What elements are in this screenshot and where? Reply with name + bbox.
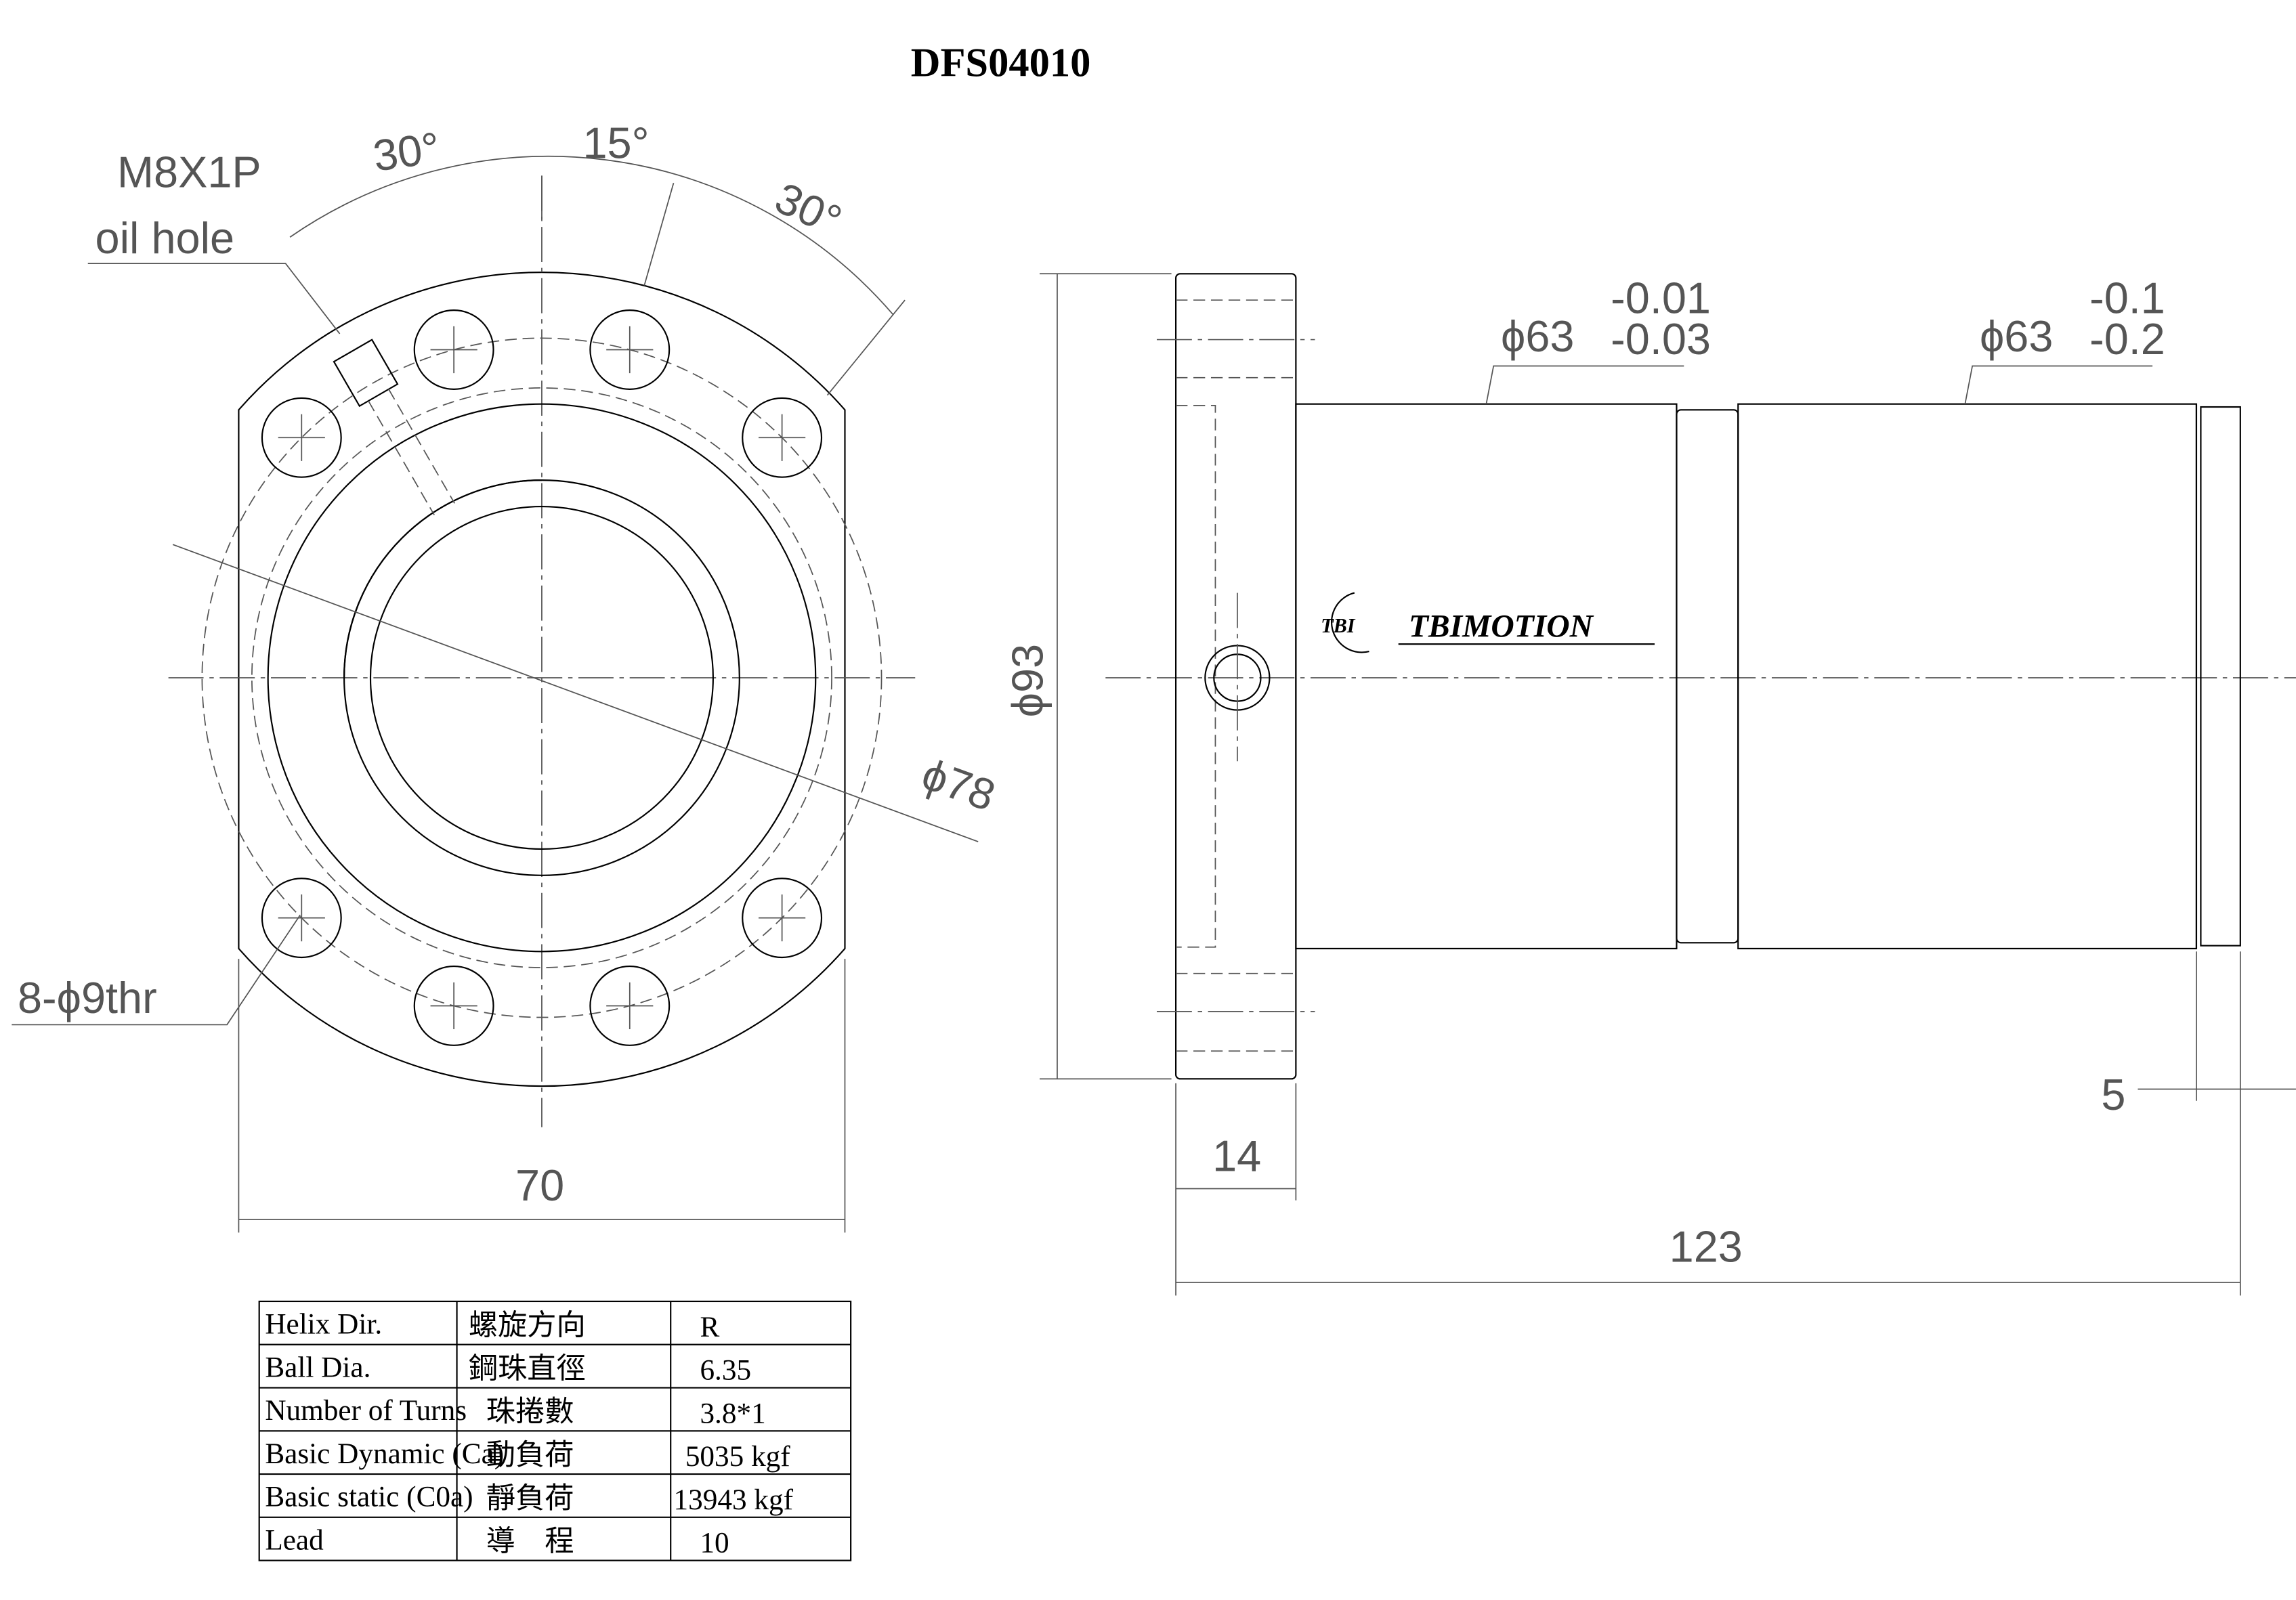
spec-value: 6.35 xyxy=(700,1354,751,1387)
spec-label-en: Ball Dia. xyxy=(265,1351,370,1383)
spec-value: 13943 kgf xyxy=(674,1484,794,1516)
spec-label-zh: 動負荷 xyxy=(486,1439,574,1471)
bore xyxy=(369,505,714,850)
body-tol-1-lower: -0.03 xyxy=(1611,314,1711,364)
width-dimension: 70 xyxy=(515,1161,564,1210)
bolt-hole xyxy=(742,878,823,959)
groove xyxy=(1676,409,1739,944)
end-ring xyxy=(2200,406,2241,947)
spec-label-zh: 靜負荷 xyxy=(486,1482,574,1515)
angle-30-right: 30° xyxy=(768,173,849,246)
holes-dimension: 8-ϕ9thr xyxy=(18,973,157,1022)
flange-dia-dimension: ϕ93 xyxy=(1002,644,1052,717)
side-view: TBI TBIMOTION ϕ93 ϕ63 -0.01 -0.03 ϕ63 -0… xyxy=(1002,273,2296,1296)
body-tol-2-upper: -0.1 xyxy=(2089,274,2165,323)
angle-30-left: 30° xyxy=(370,123,442,181)
spec-label-en: Lead xyxy=(265,1523,324,1556)
body-1 xyxy=(1295,403,1678,950)
bolt-hole xyxy=(589,309,671,390)
body-dia-2: ϕ63 xyxy=(1980,311,2053,361)
drawing-title: DFS04010 xyxy=(911,40,1091,85)
flange-outline xyxy=(238,272,846,1087)
total-length-dimension: 123 xyxy=(1670,1222,1743,1272)
front-view: 30° 15° 30° M8X1P oil hole ϕ78 8-ϕ9thr 7… xyxy=(12,118,1002,1233)
bolt-hole xyxy=(261,397,342,478)
spec-value: R xyxy=(700,1311,719,1343)
body-tol-2-lower: -0.2 xyxy=(2089,314,2165,364)
bolt-hole xyxy=(413,309,494,390)
bolt-hole xyxy=(589,966,671,1046)
pcd-dimension: ϕ78 xyxy=(916,749,1002,821)
bolt-hole xyxy=(413,966,494,1046)
spec-label-zh: 鋼珠直徑 xyxy=(469,1352,586,1385)
spec-label-en: Number of Turns xyxy=(265,1394,467,1427)
body-dia-1: ϕ63 xyxy=(1501,311,1574,361)
angle-15: 15° xyxy=(582,118,649,167)
spec-label-zh: 導 程 xyxy=(486,1526,574,1558)
spec-value: 3.8*1 xyxy=(700,1397,765,1429)
oil-hole-label: oil hole xyxy=(95,213,234,263)
body-tol-1-upper: -0.01 xyxy=(1611,274,1711,323)
spec-label-en: Helix Dir. xyxy=(265,1308,382,1341)
oil-hole-thread: M8X1P xyxy=(117,148,261,197)
bolt-hole xyxy=(261,878,342,959)
flange-side xyxy=(1174,273,1297,1080)
end-width-dimension: 5 xyxy=(2101,1070,2125,1119)
spec-value: 5035 kgf xyxy=(685,1440,790,1473)
spec-label-zh: 珠捲數 xyxy=(486,1396,574,1428)
bolt-hole xyxy=(742,397,823,478)
spec-label-zh: 螺旋方向 xyxy=(469,1310,586,1342)
spec-value: 10 xyxy=(700,1527,729,1559)
svg-text:TBI: TBI xyxy=(1321,614,1356,637)
flange-thickness-dimension: 14 xyxy=(1212,1131,1261,1181)
svg-text:TBIMOTION: TBIMOTION xyxy=(1409,609,1594,644)
tbi-logo: TBI TBIMOTION xyxy=(1321,592,1655,653)
spec-label-en: Basic static (C0a) xyxy=(265,1481,473,1513)
bolt-holes xyxy=(261,309,823,1046)
oil-hole xyxy=(333,339,455,516)
spec-label-en: Basic Dynamic (Ca) xyxy=(265,1437,504,1470)
body-2 xyxy=(1737,403,2198,950)
